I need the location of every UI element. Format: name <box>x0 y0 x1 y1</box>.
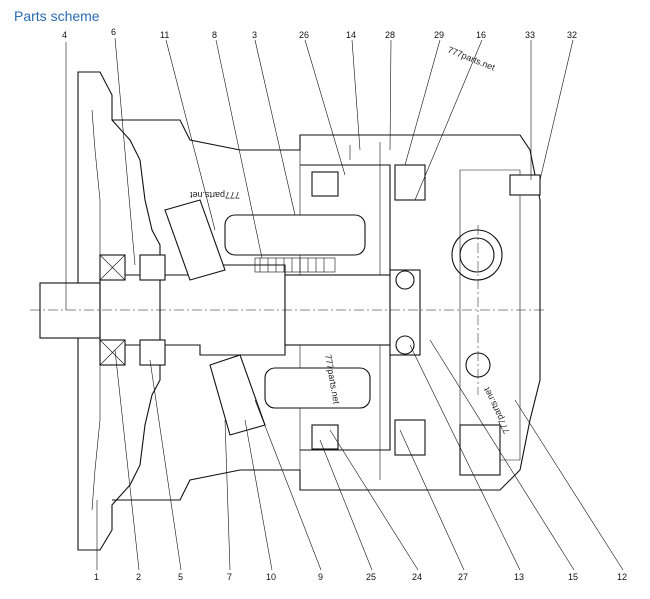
callout-24: 24 <box>412 572 422 582</box>
port-inner <box>459 237 495 273</box>
callout-27: 27 <box>458 572 468 582</box>
piston-upper <box>224 214 366 256</box>
spring <box>254 257 336 273</box>
seal-upper <box>311 171 339 197</box>
callout-26: 26 <box>299 30 309 40</box>
callouts-bottom: 1 2 5 7 10 9 25 24 27 13 15 12 <box>94 572 627 582</box>
callout-13: 13 <box>514 572 524 582</box>
needle-bearing-upper <box>395 270 415 290</box>
leaders-top <box>65 37 574 310</box>
plug-lower <box>394 419 426 456</box>
callout-5: 5 <box>178 572 183 582</box>
plug-upper <box>394 164 426 201</box>
callout-6: 6 <box>111 27 116 37</box>
front-bearing <box>99 254 166 366</box>
needle-bearing-lower <box>395 335 415 355</box>
callout-9: 9 <box>318 572 323 582</box>
watermark-top: 777parts.net <box>446 45 497 73</box>
callout-11: 11 <box>160 30 169 40</box>
callout-16: 16 <box>476 30 486 40</box>
fitting-32 <box>509 174 541 196</box>
callout-2: 2 <box>136 572 141 582</box>
drive-shaft <box>39 282 101 339</box>
callout-25: 25 <box>366 572 376 582</box>
pump-housing <box>112 119 541 501</box>
callout-7: 7 <box>227 572 232 582</box>
callout-32: 32 <box>567 30 577 40</box>
callout-8: 8 <box>212 30 217 40</box>
callout-1: 1 <box>94 572 99 582</box>
callout-12: 12 <box>617 572 627 582</box>
callout-29: 29 <box>434 30 444 40</box>
adjust-screw <box>459 424 501 476</box>
callouts-top: 4 6 11 8 3 26 14 28 29 16 33 32 <box>62 27 577 40</box>
callout-15: 15 <box>568 572 578 582</box>
port-outer <box>451 229 503 281</box>
seal-lower <box>311 424 339 450</box>
callout-3: 3 <box>252 30 257 40</box>
callout-10: 10 <box>266 572 276 582</box>
page-title: Parts scheme <box>14 8 100 24</box>
piston-lower <box>264 367 371 409</box>
callout-28: 28 <box>385 30 395 40</box>
callout-4: 4 <box>62 30 67 40</box>
watermark-upper-left: 777parts.net <box>189 190 240 200</box>
callout-14: 14 <box>346 30 356 40</box>
spring-coils <box>259 258 325 272</box>
callout-33: 33 <box>525 30 535 40</box>
leaders-bottom <box>96 339 624 571</box>
swash-plate <box>164 199 266 436</box>
